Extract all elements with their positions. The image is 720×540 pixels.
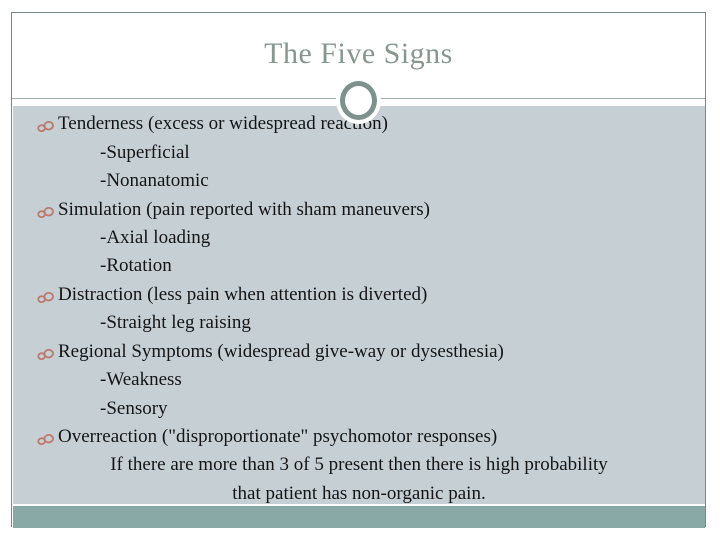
swirl-bullet-icon: [36, 204, 56, 220]
bullet-item-text: Distraction (less pain when attention is…: [58, 283, 428, 305]
sub-item: -Superficial: [13, 138, 705, 166]
bullet-item-text: Overreaction ("disproportionate" psychom…: [58, 426, 498, 448]
slide-frame: The Five Signs Tenderness (excess or wid…: [11, 12, 706, 528]
slide-body-panel: Tenderness (excess or widespread reactio…: [13, 106, 705, 504]
note-line: that patient has non-organic pain.: [13, 480, 705, 508]
sub-item: -Weakness: [13, 366, 705, 394]
bullet-item: Distraction (less pain when attention is…: [13, 281, 705, 309]
sub-item: -Rotation: [13, 252, 705, 280]
sub-item-text: -Nonanatomic: [100, 170, 209, 192]
note-line: If there are more than 3 of 5 present th…: [13, 451, 705, 479]
sub-item: -Straight leg raising: [13, 309, 705, 337]
swirl-bullet-icon: [36, 118, 56, 134]
sub-item-text: -Superficial: [100, 141, 190, 163]
note-line-text: If there are more than 3 of 5 present th…: [110, 454, 608, 476]
sub-item-text: -Straight leg raising: [100, 312, 251, 334]
sub-item: -Nonanatomic: [13, 167, 705, 195]
bullet-item-text: Tenderness (excess or widespread reactio…: [58, 113, 388, 135]
bullet-item: Simulation (pain reported with sham mane…: [13, 195, 705, 223]
sub-item-text: -Sensory: [100, 397, 168, 419]
bullet-item-text: Simulation (pain reported with sham mane…: [58, 198, 430, 220]
slide-title: The Five Signs: [264, 37, 453, 70]
sub-item-text: -Weakness: [100, 369, 182, 391]
note-line-text: that patient has non-organic pain.: [232, 482, 486, 504]
ring-ornament-icon: [339, 81, 377, 120]
sub-item-text: -Rotation: [100, 255, 172, 277]
swirl-bullet-icon: [36, 289, 56, 305]
footer-band: [13, 506, 705, 528]
sub-item: -Sensory: [13, 394, 705, 422]
swirl-bullet-icon: [36, 346, 56, 362]
bullet-item: Tenderness (excess or widespread reactio…: [13, 110, 705, 138]
slide-body-text: Tenderness (excess or widespread reactio…: [13, 110, 705, 508]
sub-item-text: -Axial loading: [100, 226, 211, 248]
sub-item: -Axial loading: [13, 224, 705, 252]
bullet-item: Regional Symptoms (widespread give-way o…: [13, 338, 705, 366]
bullet-item-text: Regional Symptoms (widespread give-way o…: [58, 340, 504, 362]
swirl-bullet-icon: [36, 431, 56, 447]
bullet-item: Overreaction ("disproportionate" psychom…: [13, 423, 705, 451]
